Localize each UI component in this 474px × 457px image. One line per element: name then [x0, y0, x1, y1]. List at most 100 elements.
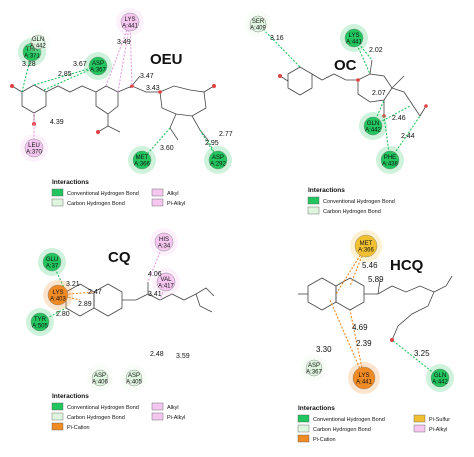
panel-title: OC: [334, 57, 357, 74]
legend-label: Pi-Alkyl: [167, 201, 185, 207]
interaction-line: [33, 65, 99, 86]
legend-swatch: [51, 198, 64, 207]
distance-label: 4.69: [352, 323, 368, 332]
legend-swatch: [307, 196, 320, 205]
interaction-layer: THRA:371GLNA:442ASPA:367LYSA:441LEUA:370…: [18, 8, 454, 443]
distance-label: 3.59: [176, 353, 190, 360]
legend-label: Conventional Hydrogen Bond: [67, 405, 139, 411]
legend-swatch: [413, 424, 426, 433]
residue-disc: [344, 28, 364, 48]
residue-name: ASP: [94, 373, 106, 379]
legend-swatch: [51, 412, 64, 421]
legend-label: Carbon Hydrogen Bond: [323, 209, 381, 215]
legend-item: Carbon Hydrogen Bond: [51, 198, 125, 207]
residue-disc: [380, 150, 400, 170]
legend-title: Interactions: [308, 187, 345, 194]
distance-label: 2.44: [401, 133, 415, 140]
legend-title: Interactions: [52, 393, 89, 400]
legend-swatch: [151, 412, 164, 421]
residue-number: A:406: [92, 380, 108, 386]
residue-disc: [91, 369, 109, 387]
residue-number: A:37: [46, 264, 59, 270]
residue-number: A:367: [306, 370, 322, 376]
residue-name: LYS: [349, 33, 360, 39]
panel-title: CQ: [108, 249, 131, 266]
residue-number: A:442: [365, 128, 381, 134]
legend-label: Pi-Alkyl: [167, 415, 185, 421]
residue-disc: [352, 366, 376, 390]
legend-item: Pi-Cation: [297, 434, 336, 443]
legend-label: Alkyl: [167, 405, 179, 411]
legend-item: Carbon Hydrogen Bond: [307, 206, 381, 215]
oc-molecule: [278, 59, 428, 118]
interaction-line: [105, 21, 131, 87]
residue-number: A:442: [30, 44, 46, 50]
residue-name: TYR: [34, 317, 47, 323]
residue-name: LEU: [28, 143, 40, 149]
distance-label: 5.89: [368, 275, 384, 284]
residue-disc: [125, 369, 143, 387]
residue-disc: [156, 272, 176, 292]
residue-name: ASP: [128, 373, 140, 379]
residue-number: A:417: [158, 284, 174, 290]
distance-label: 2.48: [150, 351, 164, 358]
legend-item: Conventional Hydrogen Bond: [307, 196, 395, 205]
residue-disc: [47, 284, 69, 306]
legend-label: Pi-Cation: [67, 425, 90, 431]
legend-label: Carbon Hydrogen Bond: [67, 201, 125, 207]
residue-name: ASP: [92, 61, 104, 67]
distance-label: 3.30: [316, 345, 332, 354]
distance-label: 3.16: [270, 35, 284, 42]
residue-number: A:403: [50, 297, 66, 303]
legend-swatch: [151, 402, 164, 411]
distance-label: 2.85: [58, 71, 72, 78]
interaction-line: [335, 245, 367, 295]
residue-name: THR: [26, 47, 39, 53]
legend-item: Conventional Hydrogen Bond: [297, 414, 385, 423]
legend-swatch: [51, 402, 64, 411]
legend-item: Alkyl: [151, 402, 179, 411]
residue-number: A:292: [210, 162, 226, 168]
interaction-line: [391, 339, 441, 379]
legend-item: Pi-Sulfur: [413, 414, 450, 423]
residue-number: A:366: [358, 248, 374, 254]
residue-name: MET: [136, 155, 149, 161]
legend-swatch: [297, 434, 310, 443]
distance-label: 2.07: [372, 90, 386, 97]
distance-label: 3.41: [148, 291, 162, 298]
distance-label: 2.89: [78, 301, 92, 308]
legend-swatch: [307, 206, 320, 215]
residue-disc: [249, 15, 267, 33]
residue-name: MET: [360, 241, 373, 247]
residue-name: ASP: [212, 155, 224, 161]
residue-number: A:505: [32, 324, 48, 330]
legend-label: Carbon Hydrogen Bond: [313, 427, 371, 433]
residue-name: GLN: [367, 121, 379, 127]
legend-label: Pi-Alkyl: [429, 427, 447, 433]
distance-label: 2.39: [356, 339, 372, 348]
distance-label: 3.47: [140, 73, 154, 80]
distance-label: 4.39: [50, 119, 64, 126]
residue-disc: [354, 234, 378, 258]
interaction-line: [349, 309, 365, 379]
distance-label: 3.60: [160, 145, 174, 152]
legend-label: Carbon Hydrogen Bond: [67, 415, 125, 421]
distance-label: 3.21: [66, 281, 80, 288]
residue-disc: [305, 359, 323, 377]
residue-disc: [132, 150, 152, 170]
legend-label: Pi-Sulfur: [429, 417, 450, 423]
legend-label: Conventional Hydrogen Bond: [313, 417, 385, 423]
legend-swatch: [51, 188, 64, 197]
